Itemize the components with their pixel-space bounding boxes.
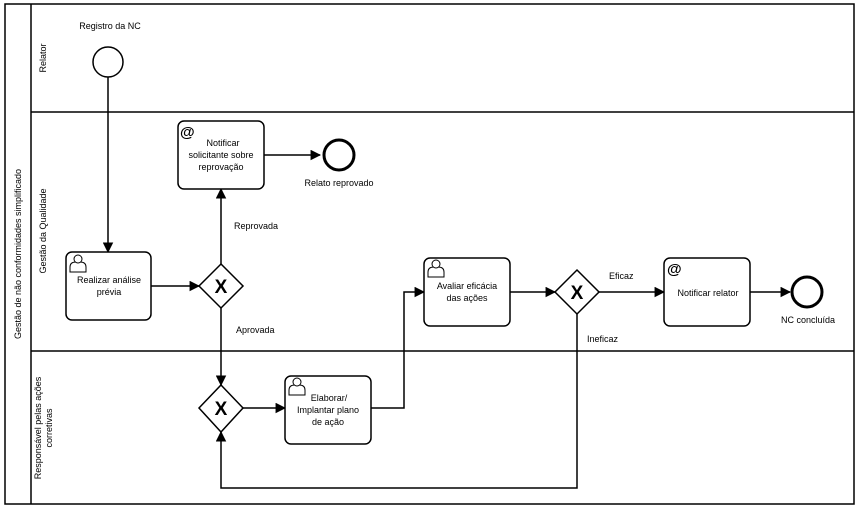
lane-label-responsavel-line1: Responsável pelas ações xyxy=(33,376,43,479)
gateway-x-icon: X xyxy=(215,399,228,420)
end-event-concluida-label: NC concluída xyxy=(781,315,835,325)
flow-label-ineficaz: Ineficaz xyxy=(587,334,619,344)
flow-label-eficaz: Eficaz xyxy=(609,271,634,281)
gateway-eficacia[interactable]: X xyxy=(553,268,601,316)
email-icon: @ xyxy=(667,261,682,278)
gateway-aprovacao[interactable]: X xyxy=(197,262,245,310)
task-realizar-analise[interactable]: Realizar análise prévia xyxy=(65,251,152,321)
svg-text:reprovação: reprovação xyxy=(198,162,243,172)
task-avaliar-eficacia[interactable]: Avaliar eficácia das ações xyxy=(423,257,511,327)
lane-label-qualidade: Gestão da Qualidade xyxy=(38,188,48,273)
task-notificar-relator[interactable]: @ Notificar relator xyxy=(663,257,751,327)
user-icon xyxy=(288,377,306,396)
user-icon xyxy=(69,254,87,273)
svg-text:prévia: prévia xyxy=(97,287,122,297)
gateway-x-icon: X xyxy=(215,277,228,298)
start-event-label: Registro da NC xyxy=(79,21,141,31)
lane-label-relator: Relator xyxy=(38,43,48,72)
svg-text:Implantar plano: Implantar plano xyxy=(297,405,359,415)
flow-ineficaz xyxy=(215,314,578,489)
svg-text:Realizar análise: Realizar análise xyxy=(77,275,141,285)
end-event-concluida xyxy=(790,275,824,309)
svg-text:Avaliar eficácia: Avaliar eficácia xyxy=(437,281,497,291)
gateway-x-icon: X xyxy=(571,283,584,304)
pool xyxy=(4,3,855,505)
flow-label-aprovada: Aprovada xyxy=(236,325,275,335)
svg-text:das ações: das ações xyxy=(446,293,488,303)
user-icon xyxy=(427,259,445,278)
start-event xyxy=(92,46,124,78)
svg-text:Notificar: Notificar xyxy=(206,138,239,148)
svg-text:Elaborar/: Elaborar/ xyxy=(311,393,348,403)
pool-label: Gestão de não conformidades simplificado xyxy=(13,169,23,339)
flow-elaborar-to-avaliar xyxy=(371,286,426,409)
task-elaborar-plano[interactable]: Elaborar/ Implantar plano de ação xyxy=(284,375,372,445)
flow-label-reprovada: Reprovada xyxy=(234,221,278,231)
task-notificar-solicitante[interactable]: @ Notificar solicitante sobre reprovação xyxy=(177,120,265,190)
svg-text:solicitante sobre: solicitante sobre xyxy=(188,150,253,160)
email-icon: @ xyxy=(180,124,195,141)
gateway-merge[interactable]: X xyxy=(197,383,245,434)
lane-label-responsavel-line2: corretivas xyxy=(44,408,54,448)
end-event-reprovado-label: Relato reprovado xyxy=(304,178,373,188)
end-event-reprovado xyxy=(322,138,356,172)
svg-text:de ação: de ação xyxy=(312,417,344,427)
svg-text:Notificar relator: Notificar relator xyxy=(677,288,738,298)
